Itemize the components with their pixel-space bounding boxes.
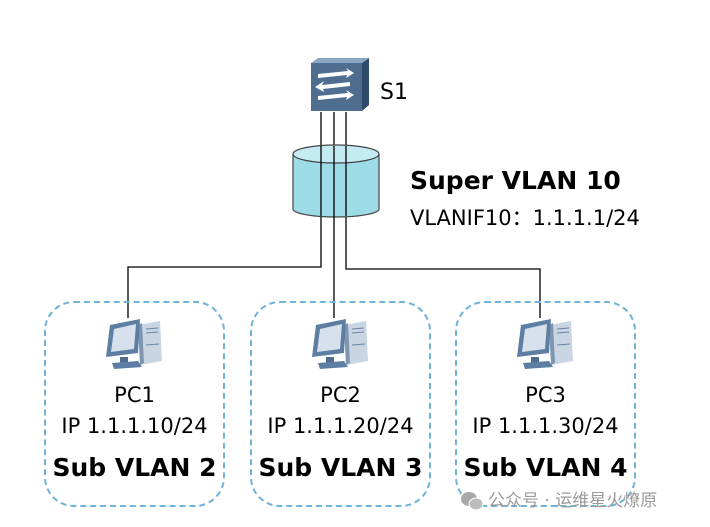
pc-name: PC1 [114,383,155,407]
sub-vlan-group: PC3 IP 1.1.1.30/24 Sub VLAN 4 [455,301,636,507]
vlanif-address: VLANIF10：1.1.1.1/24 [410,206,640,230]
wechat-icon [461,492,484,511]
sub-vlan-group: PC1 IP 1.1.1.10/24 Sub VLAN 2 [44,301,225,507]
switch-label: S1 [380,80,408,105]
pc-ip: IP 1.1.1.30/24 [472,414,619,438]
super-vlan-title: Super VLAN 10 [410,166,621,195]
super-vlan-cylinder-icon [292,144,380,218]
pc-name: PC2 [320,383,361,407]
pc-ip: IP 1.1.1.20/24 [267,414,414,438]
switch-icon [311,58,369,111]
sub-vlan-group: PC2 IP 1.1.1.20/24 Sub VLAN 3 [250,301,431,507]
watermark-text: 公众号 · 运维星火燎原 [488,491,658,511]
watermark: 公众号 · 运维星火燎原 [460,486,657,511]
link-s1-pc1 [127,112,322,318]
pc-icon [106,319,162,369]
pc-ip: IP 1.1.1.10/24 [61,414,208,438]
pc-name: PC3 [525,383,566,407]
pc-icon [517,319,573,369]
sub-vlan-label: Sub VLAN 4 [463,453,628,482]
sub-vlan-label: Sub VLAN 3 [258,453,423,482]
sub-vlan-label: Sub VLAN 2 [52,453,217,482]
pc-icon [312,319,368,369]
